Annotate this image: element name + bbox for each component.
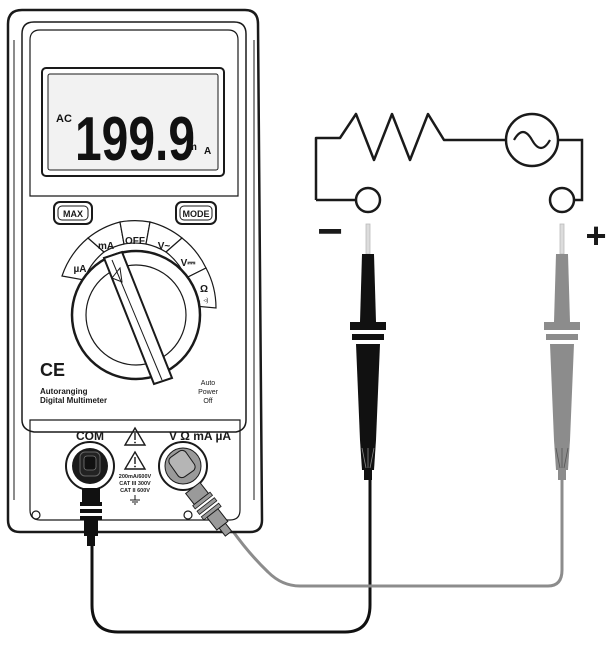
- meter-inner-bezel: [21, 21, 247, 433]
- warning-triangle-icon: [123, 450, 147, 470]
- dial-pointer-grip: [102, 250, 174, 386]
- dial-pointer-arrow-icon: [111, 266, 123, 283]
- black-probe-tip: [365, 223, 371, 255]
- negative-label: −: [317, 207, 343, 256]
- circuit-wire-right: [558, 138, 584, 202]
- input-jack[interactable]: [158, 441, 208, 491]
- positive-terminal: [548, 186, 576, 214]
- auto-power-off-line-2: Power: [198, 389, 219, 396]
- negative-terminal: [354, 186, 382, 214]
- screw-icon: [183, 510, 193, 520]
- ac-source-icon: [504, 112, 560, 168]
- black-probe-handle: [356, 344, 380, 440]
- red-probe-guard: [544, 322, 580, 330]
- test-lead-wires: [90, 478, 564, 634]
- lcd-unit: A: [204, 146, 211, 157]
- dial-label-off: OFF: [125, 236, 145, 247]
- dial-label-vdc: V⎓: [181, 258, 196, 269]
- resistor-icon: [314, 112, 506, 200]
- dial-label-ua: µA: [74, 264, 87, 275]
- lcd-display: AC 199.9 m A: [41, 67, 225, 177]
- dial-label-ohm: Ω: [200, 284, 208, 295]
- meter-inner-bezel-2: [29, 29, 239, 197]
- black-probe-shaft: [360, 254, 376, 322]
- com-jack[interactable]: [65, 441, 115, 491]
- multimeter: AC 199.9 m A MAX MODE µA mA OFF: [6, 8, 264, 534]
- auto-power-off-line-1: Auto: [201, 380, 216, 387]
- dial-pointer-ridge: [111, 259, 163, 381]
- black-lead-wire: [90, 478, 372, 634]
- brand-line-2: Digital Multimeter: [40, 396, 107, 405]
- max-button[interactable]: MAX: [53, 201, 93, 225]
- mode-button[interactable]: MODE: [175, 201, 217, 225]
- test-circuit: − +: [314, 112, 607, 256]
- red-probe-handle: [550, 344, 574, 440]
- dial-label-vac: V~: [158, 241, 171, 252]
- black-probe-guard: [350, 322, 386, 330]
- red-lead-wire: [230, 478, 564, 588]
- warning-triangle-icon: [123, 426, 147, 446]
- rating-line-3: CAT II 600V: [120, 488, 150, 494]
- black-probe: [350, 223, 386, 480]
- max-button-label: MAX: [63, 209, 83, 219]
- rating-line-2: CAT III 300V: [119, 481, 151, 487]
- red-probe: [544, 223, 580, 480]
- red-probe-shaft: [554, 254, 570, 322]
- lcd-ac-label: AC: [56, 113, 72, 125]
- black-plug-boot: [80, 488, 102, 546]
- dial-knob-inner-ring: [85, 264, 187, 366]
- input-jack-label: V Ω mA µA: [169, 429, 231, 443]
- red-plug-boot: [184, 481, 233, 537]
- com-jack-label: COM: [76, 429, 104, 443]
- auto-power-off-line-3: Off: [203, 398, 212, 405]
- dial-label-diode-continuity: → ◃): [196, 298, 209, 304]
- lcd-unit-prefix: m: [188, 142, 197, 153]
- lcd-reading: 199.9: [75, 105, 195, 174]
- rating-line-1: 200mA/600V: [119, 474, 152, 480]
- dial-label-ma: mA: [98, 241, 114, 252]
- rotary-dial[interactable]: µA mA OFF V~ V⎓ Ω → ◃): [61, 220, 217, 386]
- brand-line-1: Autoranging: [40, 387, 88, 396]
- jack-panel: [29, 419, 241, 521]
- ce-mark: CE: [40, 360, 65, 380]
- positive-label: +: [585, 215, 606, 256]
- screw-icon: [31, 510, 41, 520]
- ground-icon: [130, 495, 140, 505]
- mode-button-label: MODE: [183, 209, 210, 219]
- red-probe-tip: [559, 223, 565, 255]
